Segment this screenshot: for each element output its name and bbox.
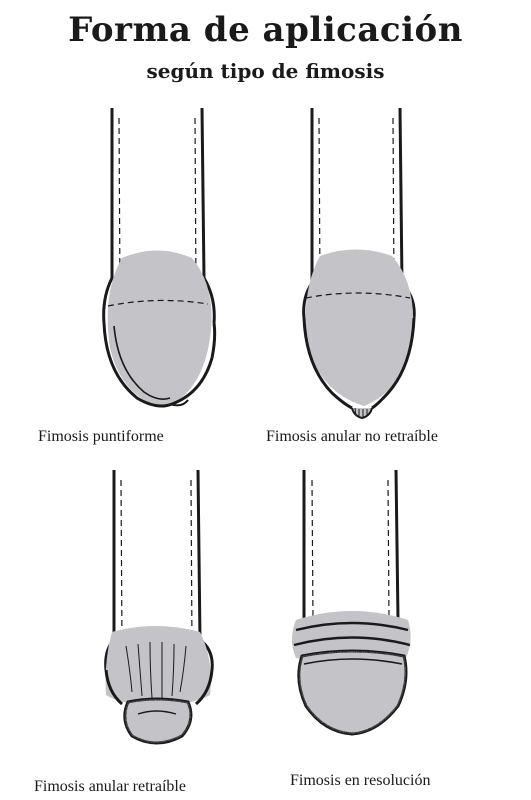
diagram-en-resolucion xyxy=(282,470,442,800)
caption-en-resolucion: Fimosis en resolución xyxy=(290,771,430,791)
caption-puntiforme: Fimosis puntiforme xyxy=(38,427,164,447)
en-resolucion-illustration xyxy=(282,470,442,770)
caption-anular-retraible: Fimosis anular retraíble xyxy=(34,777,186,797)
puntiforme-illustration xyxy=(92,108,252,438)
caption-anular-no-retraible: Fimosis anular no retraíble xyxy=(266,427,438,447)
anular-no-retraible-illustration xyxy=(292,108,452,438)
diagram-anular-retraible xyxy=(92,470,252,800)
diagram-anular-no-retraible xyxy=(292,108,452,438)
diagram-title: Forma de aplicación xyxy=(0,10,531,50)
diagram-subtitle: según tipo de fimosis xyxy=(0,58,531,84)
anular-retraible-illustration xyxy=(92,470,252,770)
diagram-puntiforme xyxy=(92,108,252,438)
